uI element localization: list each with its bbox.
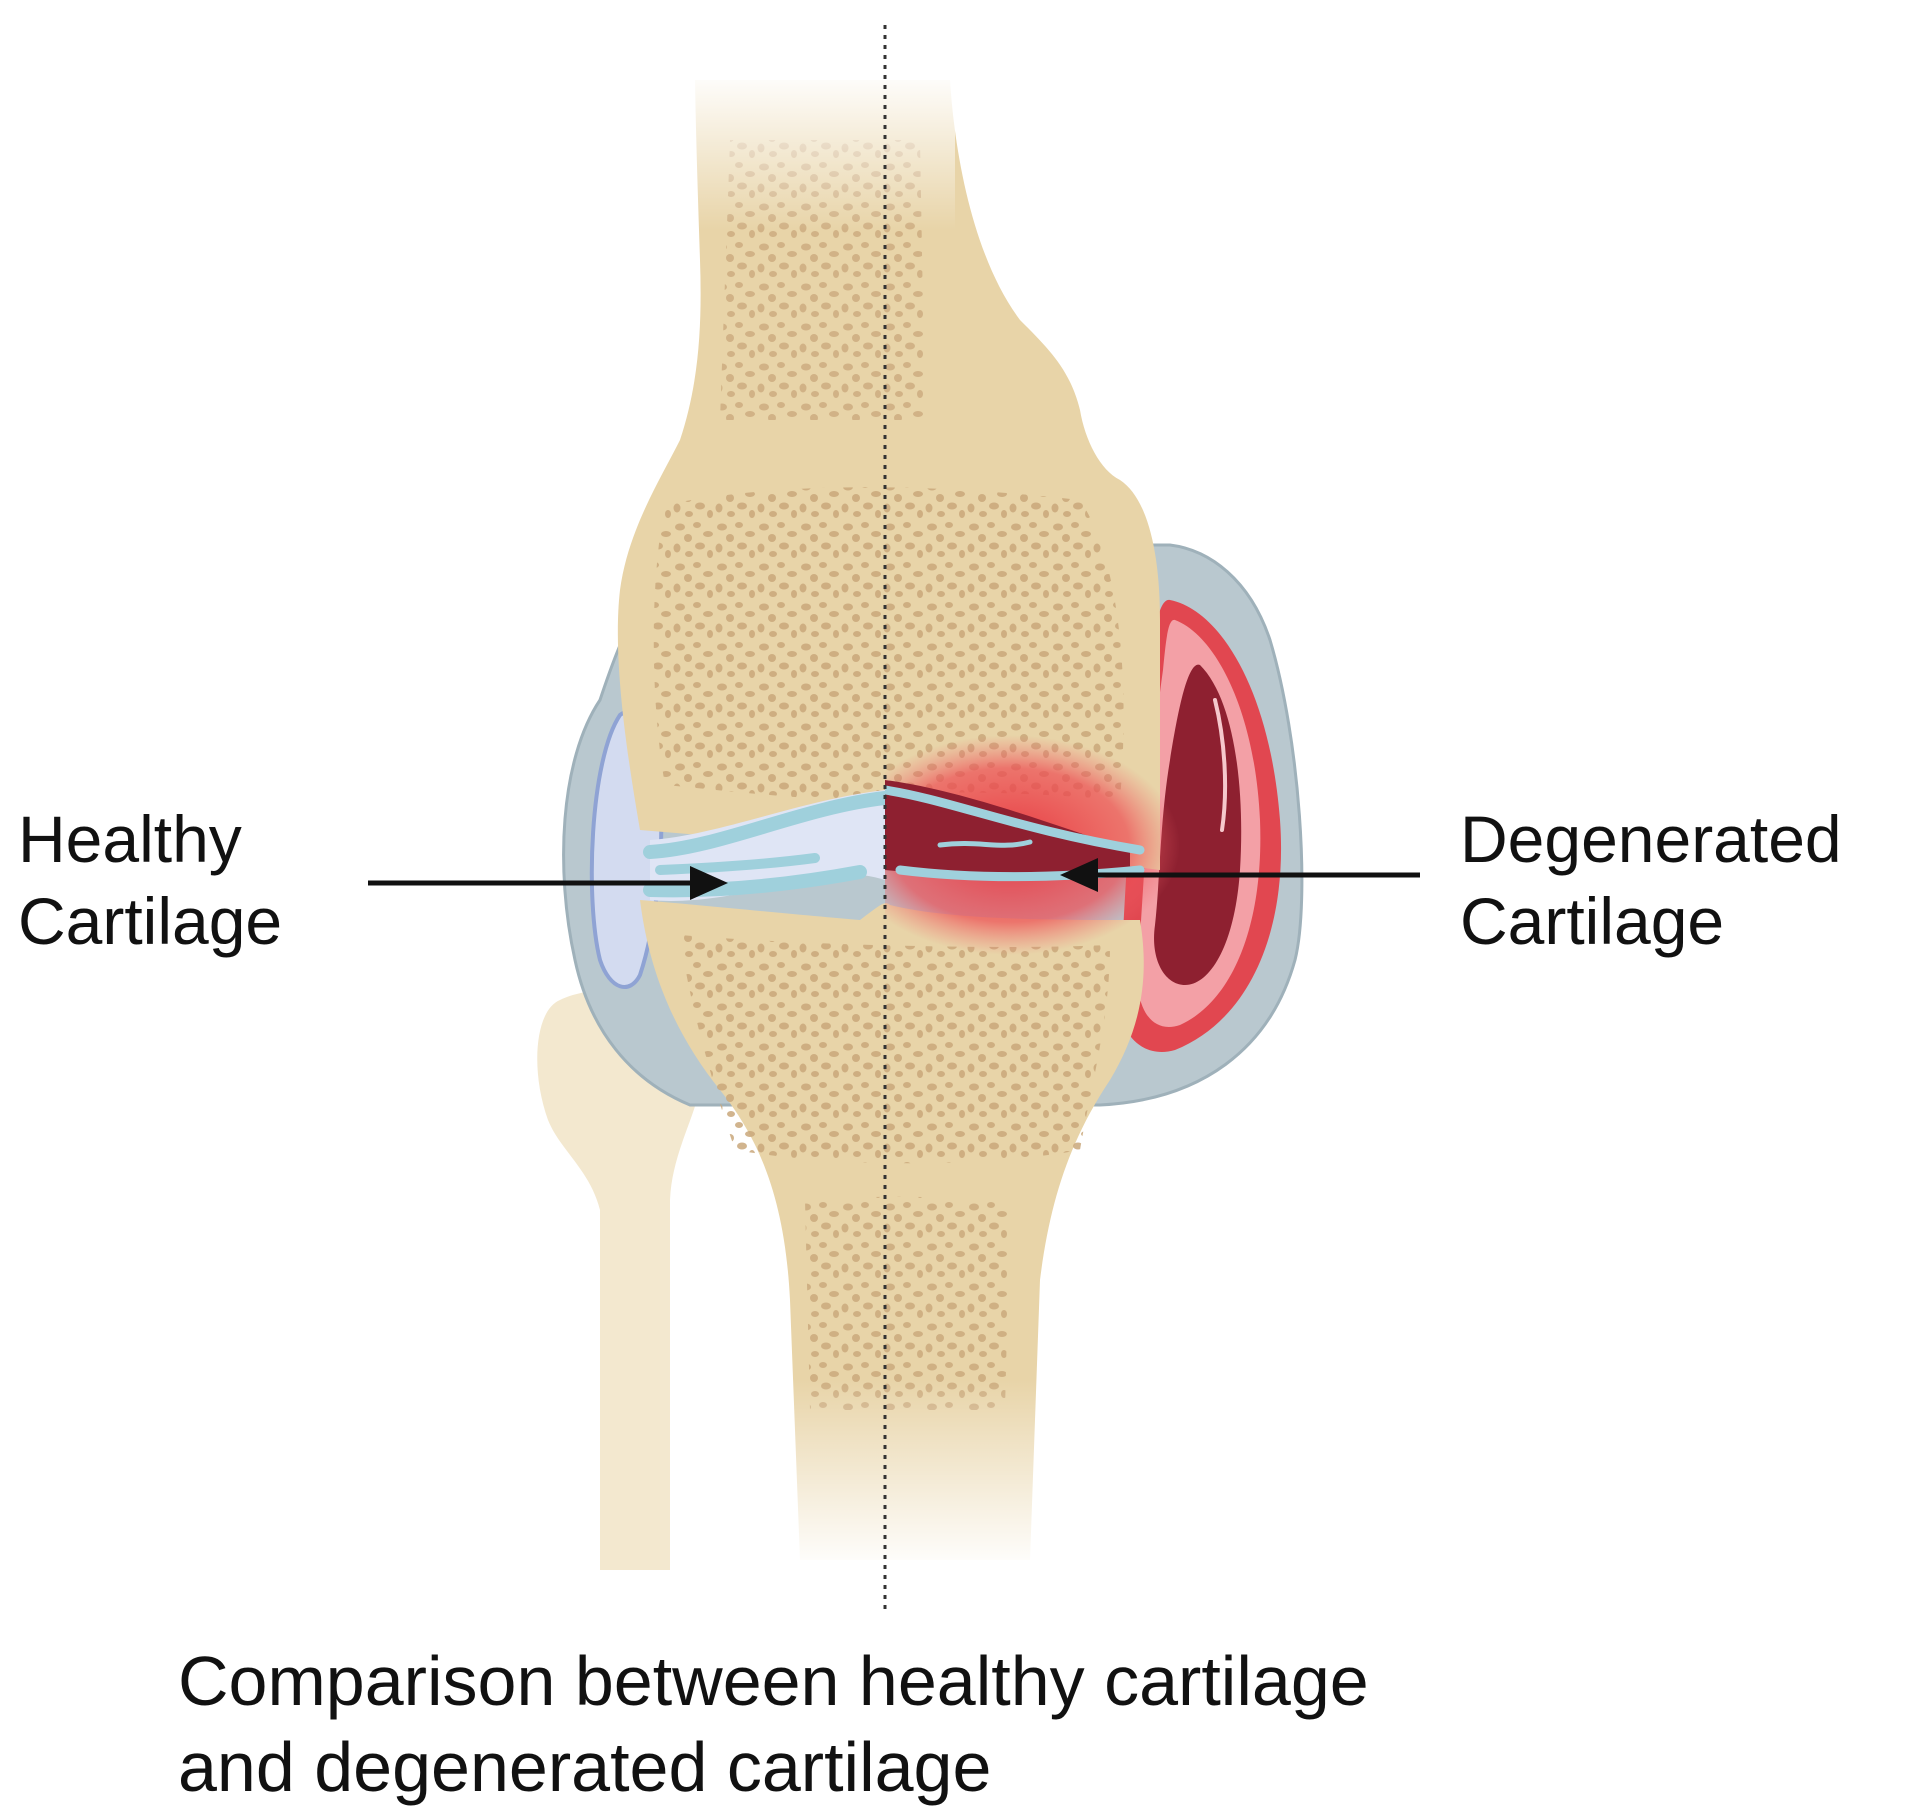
caption-line1: Comparison between healthy cartilage — [178, 1642, 1369, 1720]
figure-caption: Comparison between healthy cartilage and… — [178, 1638, 1369, 1810]
degenerated-cartilage-label: Degenerated Cartilage — [1460, 798, 1842, 962]
healthy-joint-space — [643, 790, 885, 901]
inflamed-synovium — [1119, 599, 1282, 1052]
degenerated-label-line2: Cartilage — [1460, 884, 1725, 958]
tibia-bone — [640, 900, 1144, 1570]
degenerated-joint-space — [885, 735, 1180, 955]
healthy-cartilage-label: Healthy Cartilage — [18, 798, 282, 962]
caption-line2: and degenerated cartilage — [178, 1728, 992, 1806]
healthy-cartilage-arrow — [368, 866, 728, 900]
degenerated-label-line1: Degenerated — [1460, 802, 1842, 876]
healthy-label-line1: Healthy — [18, 802, 242, 876]
femur-bone — [617, 70, 1160, 870]
degenerated-cartilage-arrow — [1060, 858, 1420, 892]
healthy-label-line2: Cartilage — [18, 884, 283, 958]
fibula-bone — [537, 990, 700, 1570]
